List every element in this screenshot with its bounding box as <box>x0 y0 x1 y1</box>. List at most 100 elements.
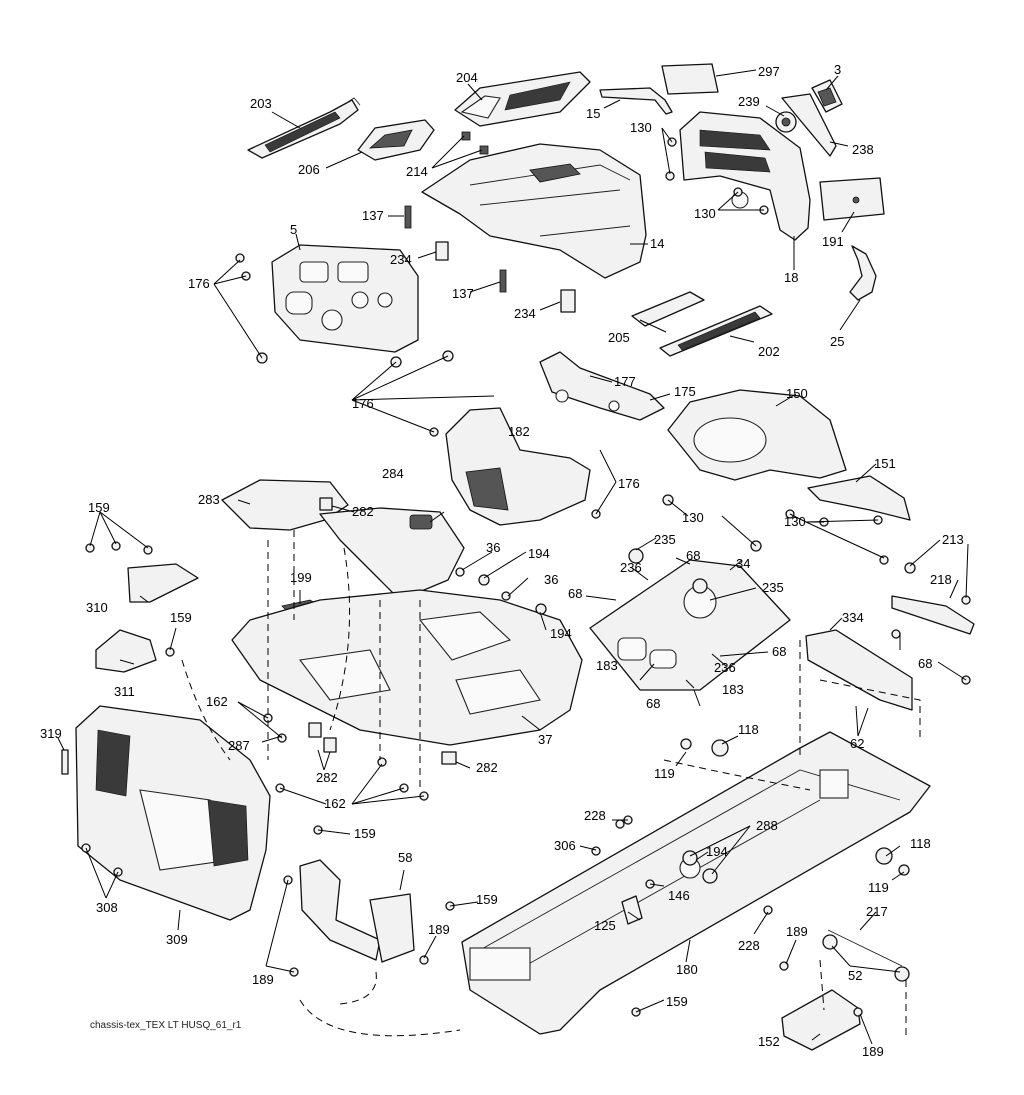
callout-234-a: 234 <box>390 252 412 267</box>
callout-189-a: 189 <box>428 922 450 937</box>
callout-68-e: 68 <box>918 656 932 671</box>
callout-137-a: 137 <box>362 208 384 223</box>
callout-62: 62 <box>850 736 864 751</box>
part-125-cover <box>621 895 643 925</box>
callout-238: 238 <box>852 142 874 157</box>
callout-334: 334 <box>842 610 864 625</box>
callout-319: 319 <box>40 726 62 741</box>
callout-189-c: 189 <box>252 972 274 987</box>
callout-176-b: 176 <box>352 396 374 411</box>
callout-282-c: 282 <box>476 760 498 775</box>
part-18-front-nose <box>679 111 811 241</box>
callout-159-c: 159 <box>354 826 376 841</box>
callout-25: 25 <box>830 334 844 349</box>
callout-150: 150 <box>786 386 808 401</box>
callout-130-a: 130 <box>630 120 652 135</box>
callout-194-c: 194 <box>706 844 728 859</box>
callout-203: 203 <box>250 96 272 111</box>
callout-283: 283 <box>198 492 220 507</box>
part-309-rear-frame <box>75 705 271 921</box>
callout-118-b: 118 <box>910 836 931 851</box>
callout-159-b: 159 <box>170 610 192 625</box>
part-150-shroud <box>667 389 847 481</box>
callout-205: 205 <box>608 330 630 345</box>
callout-287: 287 <box>228 738 250 753</box>
callout-36-b: 36 <box>544 572 558 587</box>
callout-137-b: 137 <box>452 286 474 301</box>
callout-288: 288 <box>756 818 778 833</box>
part-334-bracket <box>805 629 913 711</box>
part-239-emblem <box>775 111 797 133</box>
callout-15: 15 <box>586 106 600 121</box>
callout-228-a: 228 <box>584 808 606 823</box>
part-214-clips <box>461 131 489 155</box>
callout-18: 18 <box>784 270 798 285</box>
callout-14: 14 <box>650 236 664 251</box>
callout-177: 177 <box>614 374 636 389</box>
callout-310: 310 <box>86 600 108 615</box>
callout-236-b: 236 <box>714 660 736 675</box>
leader-lines <box>57 69 969 1045</box>
callout-175: 175 <box>674 384 696 399</box>
callout-191: 191 <box>822 234 844 249</box>
part-238-cover <box>781 93 837 157</box>
callout-125: 125 <box>594 918 616 933</box>
callout-162-a: 162 <box>206 694 228 709</box>
part-297-block <box>661 63 719 95</box>
part-151-bracket <box>807 475 911 521</box>
part-5-dash-panel <box>271 244 419 353</box>
callout-119-b: 119 <box>868 880 889 895</box>
part-311-bracket <box>95 629 157 673</box>
callout-68-d: 68 <box>646 696 660 711</box>
callout-3: 3 <box>834 62 841 77</box>
callout-118-a: 118 <box>738 722 759 737</box>
callout-37: 37 <box>538 732 552 747</box>
part-152-skid-plate <box>781 989 861 1051</box>
callout-282-a: 282 <box>352 504 374 519</box>
callout-159-a: 159 <box>88 500 110 515</box>
callout-218: 218 <box>930 572 952 587</box>
part-182-front-skirt <box>445 407 591 526</box>
diagram-footer: chassis-tex_TEX LT HUSQ_61_r1 <box>90 1020 242 1031</box>
callout-235-a: 235 <box>654 532 676 547</box>
callout-130-b: 130 <box>694 206 716 221</box>
callout-176-c: 176 <box>618 476 640 491</box>
callout-119-a: 119 <box>654 766 675 781</box>
part-217-rod <box>822 929 910 982</box>
callout-130-d: 130 <box>784 514 806 529</box>
callout-52: 52 <box>848 968 862 983</box>
callout-151: 151 <box>874 456 896 471</box>
callout-228-b: 228 <box>738 938 760 953</box>
callout-217: 217 <box>866 904 888 919</box>
callout-159-e: 159 <box>666 994 688 1009</box>
part-3-bracket <box>811 79 843 113</box>
callout-68-a: 68 <box>686 548 700 563</box>
callout-214: 214 <box>406 164 428 179</box>
part-25-curved-piece <box>849 245 877 301</box>
part-14-hood <box>421 143 647 279</box>
part-175-bracket <box>539 351 665 421</box>
callout-206: 206 <box>298 162 320 177</box>
callout-183-b: 183 <box>722 682 744 697</box>
callout-36-a: 36 <box>486 540 500 555</box>
callout-159-d: 159 <box>476 892 498 907</box>
part-203-intake-grille <box>247 97 361 159</box>
part-284-footrest <box>319 507 465 601</box>
part-205-side-grille <box>631 291 705 327</box>
part-202-side-grille <box>659 305 773 357</box>
callout-204: 204 <box>456 70 478 85</box>
callout-162-b: 162 <box>324 796 346 811</box>
callout-311: 311 <box>114 684 135 699</box>
part-204-vent-cover <box>454 71 591 127</box>
callout-202: 202 <box>758 344 780 359</box>
callout-194-a: 194 <box>528 546 550 561</box>
callout-68-b: 68 <box>568 586 582 601</box>
part-137-234-pads <box>404 205 576 313</box>
callout-5: 5 <box>290 222 297 237</box>
callout-152: 152 <box>758 1034 780 1049</box>
callout-176-a: 176 <box>188 276 210 291</box>
part-58-bracket <box>299 859 415 963</box>
assembly-lines <box>181 530 921 1040</box>
callout-284: 284 <box>382 466 404 481</box>
part-15-strap <box>599 87 673 115</box>
